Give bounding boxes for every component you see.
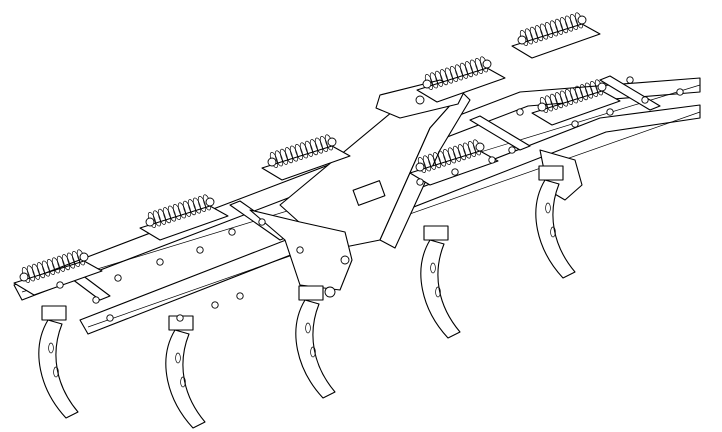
spring-cap	[475, 142, 485, 152]
coil-spring	[147, 194, 212, 229]
bolt	[211, 301, 219, 309]
top-link-pin	[415, 95, 425, 105]
bolt	[626, 76, 634, 84]
tine-clamp	[538, 165, 564, 181]
spring-tine-assembly	[416, 56, 506, 103]
bolt	[236, 292, 244, 300]
coil-spring	[21, 249, 86, 284]
front-beam	[13, 77, 701, 301]
spring-cap	[205, 197, 215, 207]
bolt	[258, 218, 266, 226]
bolt	[196, 246, 204, 254]
spring-cap	[327, 137, 337, 147]
spring-cap	[145, 217, 155, 227]
spring-cap	[577, 15, 587, 25]
bolt	[488, 156, 496, 164]
spring-tine-assembly	[139, 194, 229, 429]
tine-clamp	[298, 285, 324, 301]
spring-bracket	[139, 205, 229, 241]
spring-bracket	[13, 260, 103, 296]
spring-cap	[482, 59, 492, 69]
spring-bracket	[416, 67, 506, 103]
coil-spring	[417, 139, 482, 174]
bolt	[92, 296, 100, 304]
spring-tine-assembly	[13, 249, 103, 419]
bolts	[56, 76, 684, 322]
tine-clamp	[41, 305, 67, 321]
spring-cap	[422, 79, 432, 89]
spring-tine-assembly	[261, 134, 351, 399]
spring-cap	[79, 252, 89, 262]
tine-hole	[545, 202, 551, 214]
bolt	[641, 96, 649, 104]
tine-hole	[48, 342, 54, 354]
rear-beam	[79, 104, 701, 335]
bolt	[516, 108, 524, 116]
spring-cap	[415, 162, 425, 172]
spring-bracket	[511, 23, 601, 59]
bolt	[106, 314, 114, 322]
tine	[38, 319, 79, 419]
spring-tine-assemblies	[13, 12, 621, 429]
tine-hole	[305, 322, 311, 334]
tine	[165, 329, 206, 429]
bolt	[176, 314, 184, 322]
bolt	[451, 168, 459, 176]
tine-hole	[435, 286, 441, 298]
tine-hole	[430, 262, 436, 274]
spring-bracket	[531, 90, 621, 126]
lynch-pin	[324, 286, 336, 298]
bolt	[114, 274, 122, 282]
tine-hole	[180, 376, 186, 388]
tine-hole	[175, 352, 181, 364]
spring-tine-assembly	[511, 12, 601, 279]
bolt	[56, 281, 64, 289]
spring-cap	[517, 35, 527, 45]
lower-link-pin	[340, 255, 350, 265]
tine	[295, 299, 336, 399]
tine	[535, 179, 576, 279]
bolt	[296, 246, 304, 254]
spring-cap	[597, 82, 607, 92]
coil-spring	[269, 134, 334, 169]
coil-spring	[539, 79, 604, 114]
spring-cap	[537, 102, 547, 112]
hitch-label-plate	[352, 180, 386, 206]
spring-tine-assembly	[531, 79, 621, 126]
bolt	[156, 258, 164, 266]
hitch-tower	[249, 79, 583, 298]
bolt	[508, 146, 516, 154]
tine-hole	[550, 226, 556, 238]
tine-hole	[53, 366, 59, 378]
tine	[420, 239, 461, 339]
tine-clamp	[423, 225, 449, 241]
spring-cap	[19, 272, 29, 282]
bolt	[676, 88, 684, 96]
bolt	[571, 120, 579, 128]
cross-member-right	[469, 115, 531, 151]
coil-spring	[519, 12, 584, 47]
tine-hole	[310, 346, 316, 358]
spring-cap	[267, 157, 277, 167]
bolt	[606, 108, 614, 116]
bolt	[228, 228, 236, 236]
spring-tine-assembly	[409, 139, 499, 339]
spring-bracket	[261, 145, 351, 181]
coil-spring	[424, 56, 489, 91]
bolt	[416, 178, 424, 186]
